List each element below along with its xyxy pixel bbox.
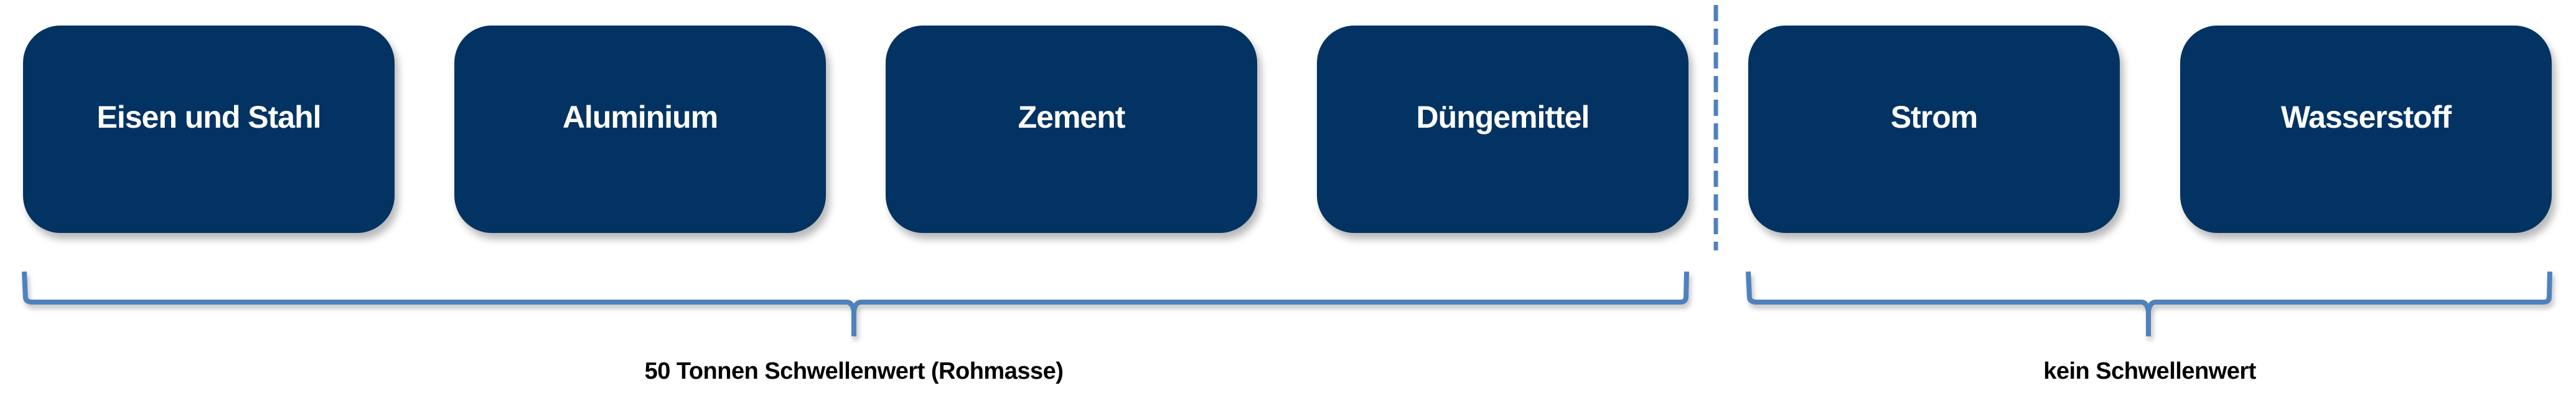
category-label: Wasserstoff <box>2280 99 2452 135</box>
category-label: Aluminium <box>562 99 718 135</box>
category-label: Eisen und Stahl <box>96 99 321 135</box>
category-box-strom: Strom <box>1748 26 2120 233</box>
category-label: Düngemittel <box>1416 99 1590 135</box>
brace-left <box>22 271 1689 336</box>
category-label: Strom <box>1890 99 1978 135</box>
category-box-eisen-und-stahl: Eisen und Stahl <box>23 26 395 233</box>
brace-right <box>1746 271 2552 336</box>
category-box-duengemittel: Düngemittel <box>1317 26 1688 233</box>
category-label: Zement <box>1018 99 1126 135</box>
group-label-threshold: 50 Tonnen Schwellenwert (Rohmasse) <box>644 358 1064 384</box>
category-box-wasserstoff: Wasserstoff <box>2180 26 2552 233</box>
category-box-zement: Zement <box>886 26 1257 233</box>
group-label-no-threshold: kein Schwellenwert <box>2043 358 2256 384</box>
category-box-aluminium: Aluminium <box>454 26 826 233</box>
